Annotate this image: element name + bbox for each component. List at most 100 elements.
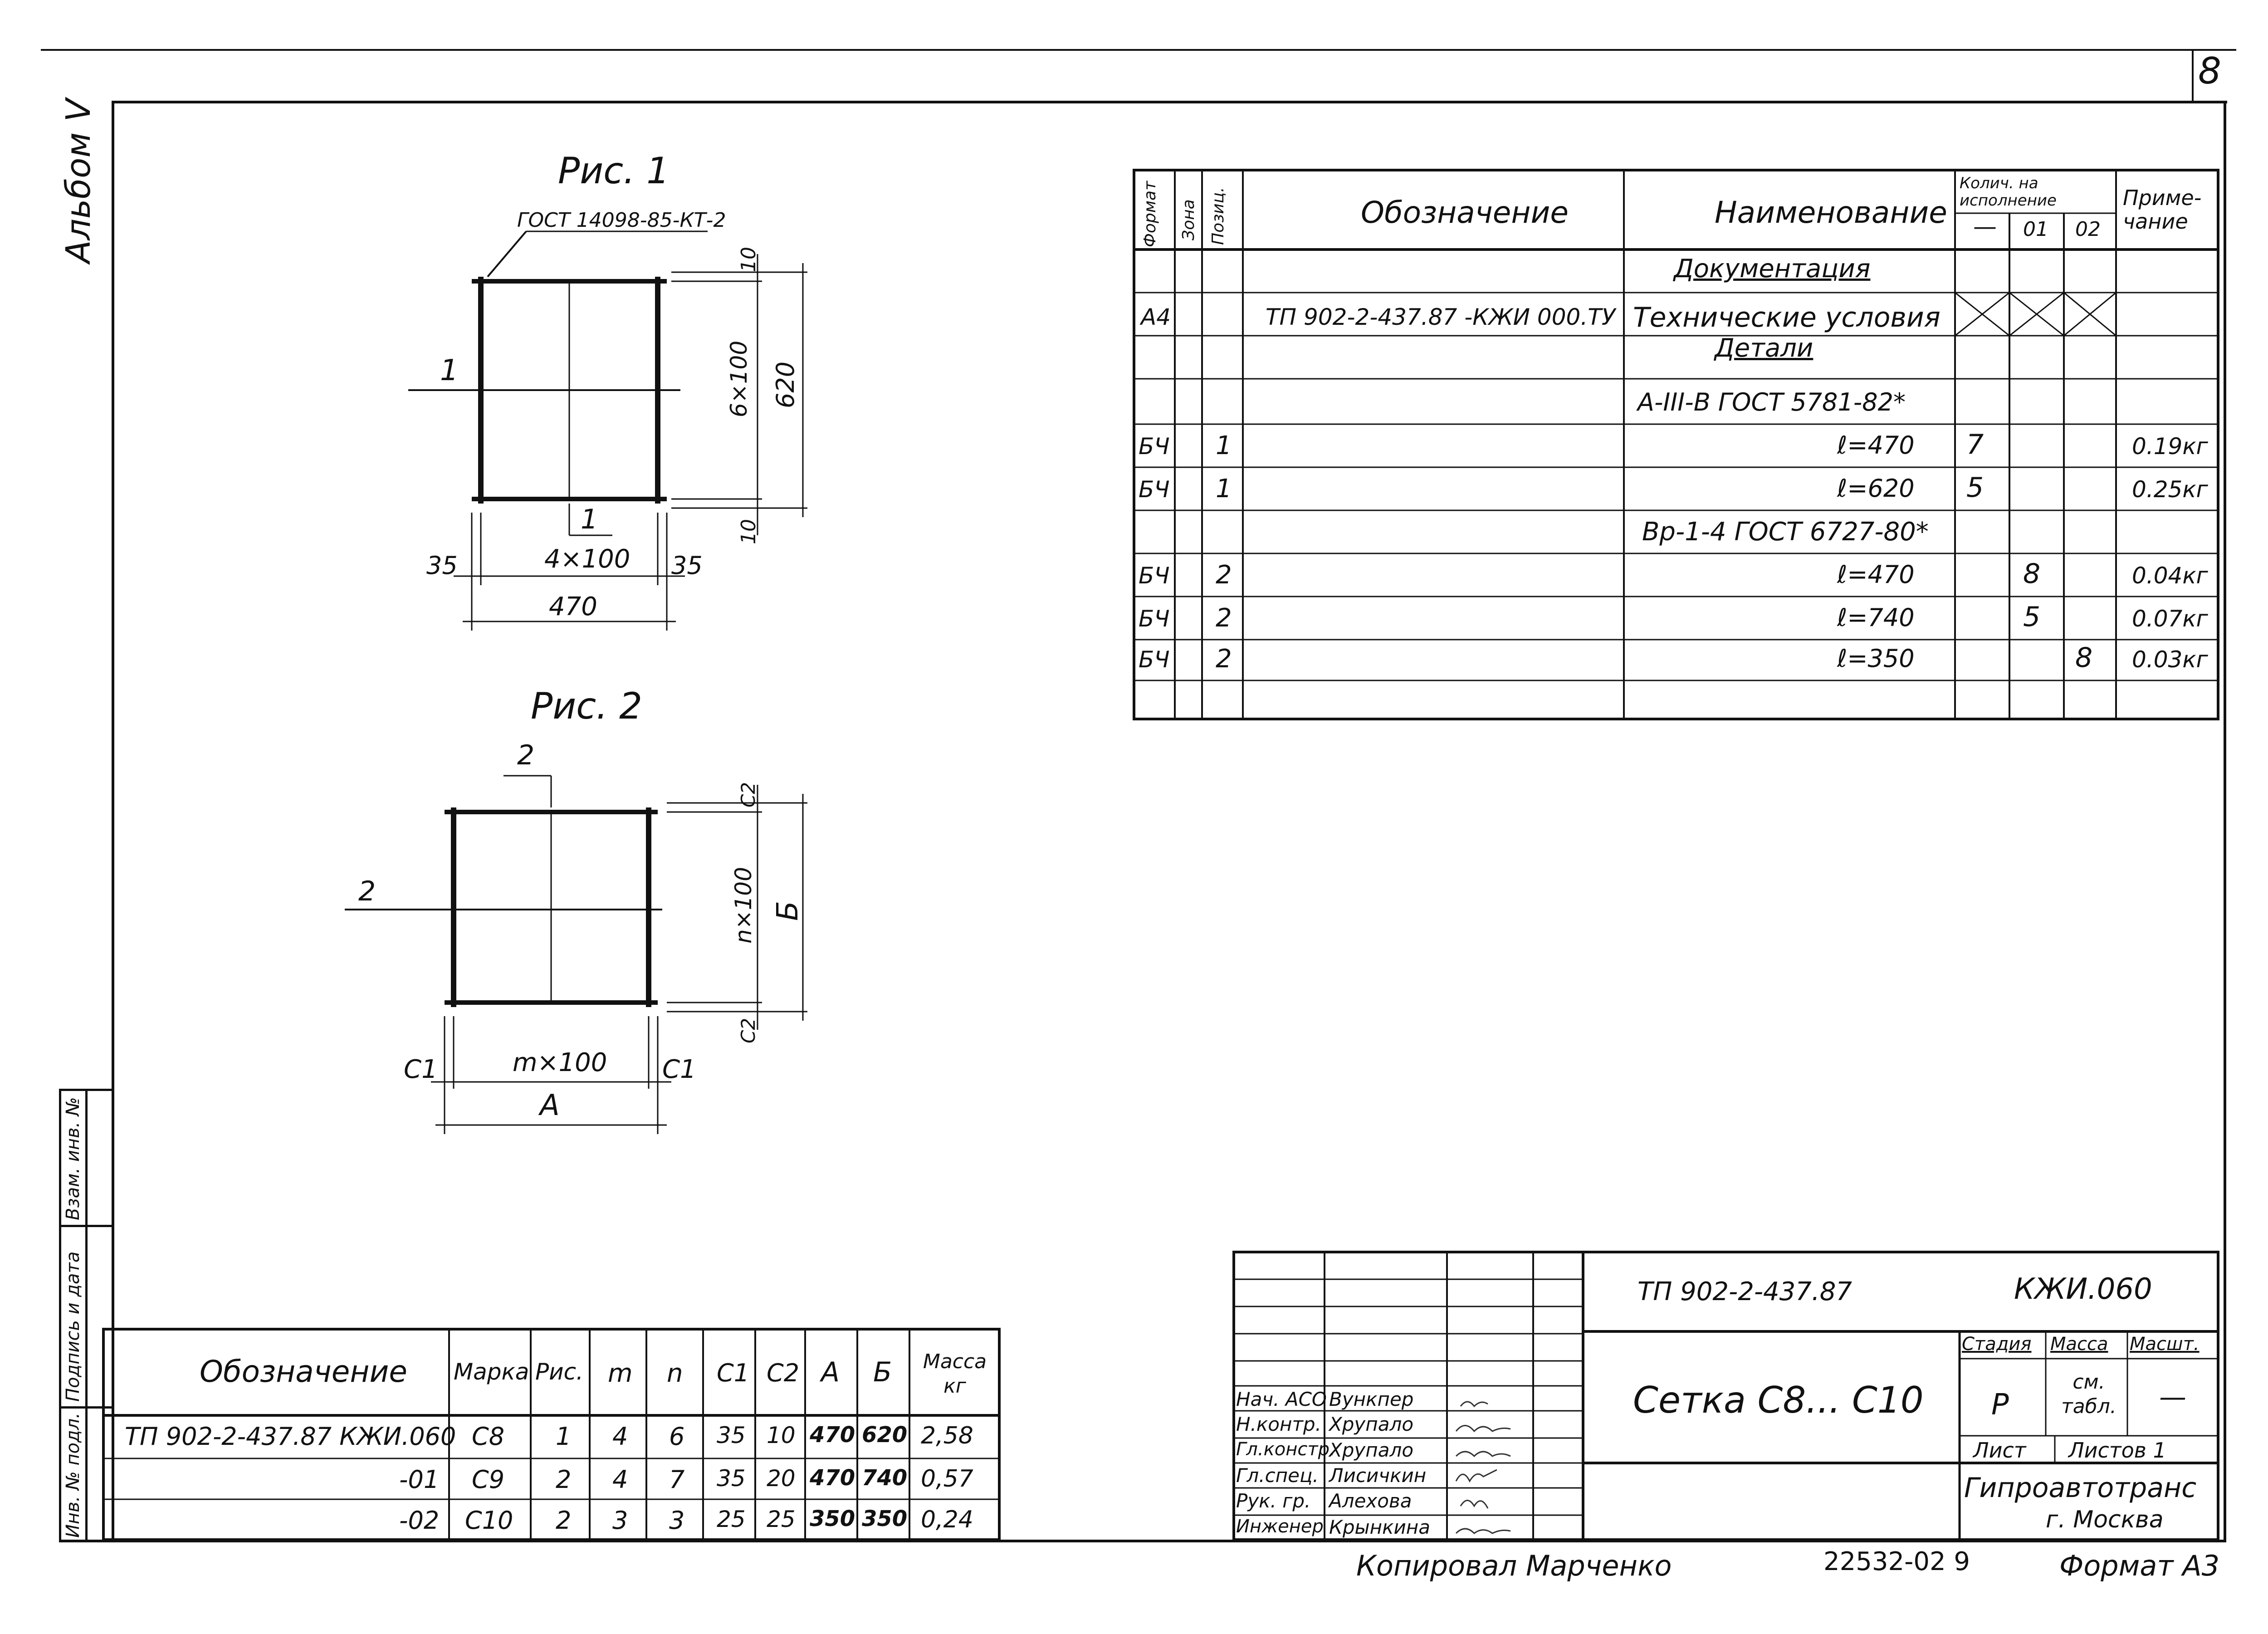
marks-row-2-n: 3 <box>669 1506 685 1535</box>
spec-row-4-pos: 1 <box>1216 431 1232 460</box>
marks-row-0-c2: 10 <box>767 1422 796 1448</box>
stamp-person-3-role: Гл.спец. <box>1236 1464 1319 1487</box>
stamp-person-2-name: Хрупало <box>1329 1439 1414 1461</box>
stamp-scale: — <box>2159 1381 2186 1413</box>
stamp-stage: Р <box>1991 1388 2009 1422</box>
page-number: 8 <box>2198 50 2221 92</box>
frame-right <box>2224 101 2226 1542</box>
side-stamp-top <box>59 1089 113 1091</box>
marks-header-mass: Масса кг <box>923 1350 987 1398</box>
footer-format: Формат А3 <box>2059 1549 2220 1582</box>
spec-row-4-q0: 7 <box>1966 429 1984 460</box>
fig1-dim-left: 35 <box>426 551 458 580</box>
side-stamp-div2 <box>59 1406 113 1409</box>
stamp-person-3-name: Лисичкин <box>1329 1464 1427 1487</box>
marks-header-fig: Рис. <box>535 1359 584 1385</box>
stamp-title: Сетка С8... С10 <box>1633 1379 1924 1421</box>
marks-row-2-fig: 2 <box>556 1506 572 1535</box>
marks-row-1-n: 7 <box>669 1465 685 1494</box>
spec-header-qty-2: 02 <box>2075 218 2101 241</box>
marks-header-n: n <box>667 1359 683 1388</box>
spec-row-5-note: 0.25кг <box>2132 476 2208 503</box>
spec-header-qty-1: 01 <box>2023 218 2048 241</box>
spec-row-8-format: БЧ <box>1139 606 1170 632</box>
spec-row-8-pos: 2 <box>1216 603 1232 633</box>
fig2-pos-left: 2 <box>358 876 376 907</box>
fig1-pos-bottom: 1 <box>581 504 598 535</box>
marks-row-0-mass: 2,58 <box>921 1422 973 1449</box>
marks-row-1-fig: 2 <box>556 1465 572 1494</box>
fig2-dim-mid-w: m×100 <box>513 1048 607 1077</box>
spec-row-9-q2: 8 <box>2075 642 2093 674</box>
stamp-mass-label: Масса <box>2050 1334 2108 1355</box>
stamp-person-0-name: Вункпер <box>1329 1388 1414 1410</box>
spec-row-9-name: ℓ=350 <box>1837 644 1915 673</box>
side-stamp-div1 <box>59 1225 113 1227</box>
stamp-sheet-label: Лист <box>1973 1438 2026 1463</box>
fig2-title: Рис. 2 <box>531 685 642 727</box>
marks-row-1-m: 4 <box>612 1465 628 1494</box>
marks-row-0-c1: 35 <box>717 1422 746 1448</box>
marks-header-designation: Обозначение <box>200 1354 407 1389</box>
stamp-doc-code: КЖИ.060 <box>2014 1272 2152 1306</box>
marks-row-0-fig: 1 <box>556 1422 572 1451</box>
stamp-person-5-name: Крынкина <box>1329 1516 1430 1538</box>
stamp-person-0-role: Нач. АСО <box>1236 1388 1327 1410</box>
marks-header-mark: Марка <box>454 1359 529 1385</box>
side-stamp-mid <box>85 1089 88 1542</box>
fig1-gost-label: ГОСТ 14098-85-КТ-2 <box>517 209 726 232</box>
spec-row-1-name: Технические условия <box>1633 302 1941 333</box>
fig1-dim-total-w: 470 <box>549 592 597 621</box>
marks-row-2-c1: 25 <box>717 1506 746 1532</box>
spec-row-0-name: Документация <box>1674 254 1871 284</box>
marks-row-2-c2: 25 <box>767 1506 796 1532</box>
frame-left <box>112 101 114 1542</box>
spec-row-5-format: БЧ <box>1139 476 1170 503</box>
stamp-person-1-role: Н.контр. <box>1236 1413 1321 1435</box>
marks-row-1-c2: 20 <box>767 1465 796 1492</box>
fig1-title: Рис. 1 <box>558 150 670 192</box>
marks-row-1-b: 740 <box>862 1465 908 1491</box>
marks-header-a: А <box>821 1356 840 1388</box>
fig2-pos-top: 2 <box>517 739 535 771</box>
marks-row-0-designation: ТП 902-2-437.87 КЖИ.060 <box>125 1422 456 1451</box>
marks-row-2-m: 3 <box>612 1506 628 1535</box>
spec-row-9-pos: 2 <box>1216 644 1232 674</box>
fig1-dim-mid-w: 4×100 <box>544 544 631 574</box>
stamp-mass: см. табл. <box>2061 1370 2116 1418</box>
spec-row-7-q1: 8 <box>2023 558 2041 590</box>
marks-row-1-a: 470 <box>810 1465 855 1491</box>
frame-top <box>113 101 2227 103</box>
fig1-pos-left: 1 <box>440 354 459 387</box>
fig1-dim-right: 35 <box>671 551 703 580</box>
spec-row-7-note: 0.04кг <box>2132 563 2208 589</box>
stamp-project-code: ТП 902-2-437.87 <box>1637 1277 1852 1306</box>
fig2-dim-total-w: А <box>540 1089 560 1122</box>
top-rule <box>41 49 2236 51</box>
spec-row-4-name: ℓ=470 <box>1837 431 1915 460</box>
spec-header-qty-0: — <box>1973 213 1997 240</box>
stamp-city: г. Москва <box>2046 1506 2164 1533</box>
spec-row-8-note: 0.07кг <box>2132 606 2208 632</box>
spec-row-5-name: ℓ=620 <box>1837 474 1915 503</box>
stamp-sheets-label: Листов 1 <box>2068 1438 2166 1463</box>
spec-row-4-format: БЧ <box>1139 433 1170 460</box>
spec-header-name: Наименование <box>1715 195 1947 230</box>
marks-row-2-designation: -02 <box>399 1506 440 1535</box>
marks-row-1-mass: 0,57 <box>921 1465 973 1492</box>
spec-row-5-q0: 5 <box>1966 472 1984 504</box>
stamp-scale-label: Масшт. <box>2130 1334 2200 1355</box>
stamp-person-4-name: Алехова <box>1329 1490 1412 1512</box>
marks-row-2-b: 350 <box>862 1506 908 1531</box>
marks-header-c2: C2 <box>767 1359 800 1387</box>
marks-header-m: m <box>608 1359 633 1388</box>
stamp-org: Гипроавтотранс <box>1964 1472 2197 1504</box>
marks-row-0-n: 6 <box>669 1422 685 1451</box>
spec-header-note: Приме-чание <box>2123 186 2202 234</box>
stamp-stage-label: Стадия <box>1962 1334 2032 1355</box>
marks-header-b: Б <box>873 1356 892 1388</box>
spec-row-9-format: БЧ <box>1139 646 1170 673</box>
